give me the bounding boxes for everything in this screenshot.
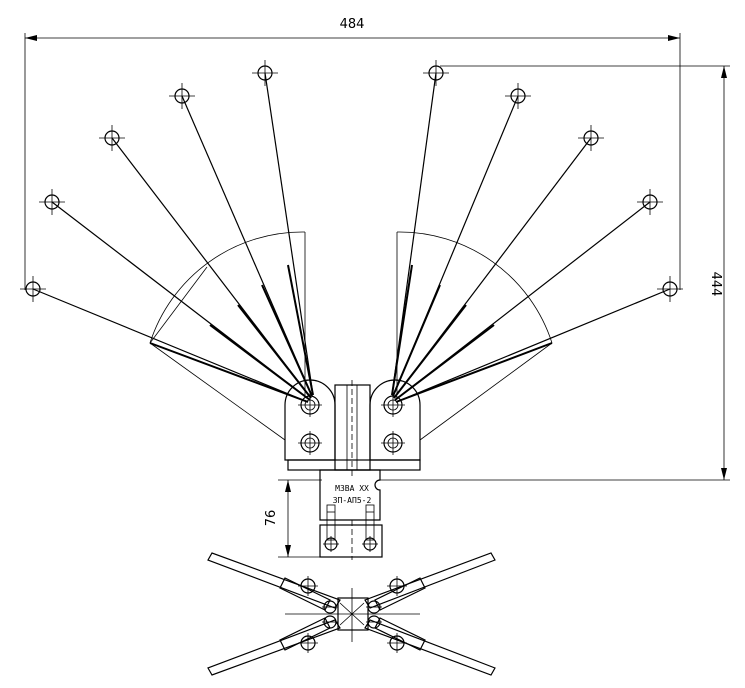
nut-icon [323, 536, 339, 552]
plate-marking-line1: МЗВА ХХ [335, 484, 369, 493]
wire-terminals [20, 60, 683, 302]
bolt-icon [381, 393, 405, 417]
terminal-icon [39, 189, 65, 215]
plan-view [207, 552, 496, 676]
nut-icon [362, 536, 378, 552]
plate-marking-line2: ЗП-АП5-2 [333, 496, 372, 505]
bolt-icon [298, 431, 322, 455]
terminal-icon [657, 276, 683, 302]
terminal-icon [578, 125, 604, 151]
clamp-dimension-label: 76 [264, 510, 279, 527]
left-fan-sector [149, 231, 306, 441]
terminal-icon [423, 60, 449, 86]
clamp-dimension: 76 [264, 479, 322, 558]
terminal-icon [252, 60, 278, 86]
width-dimension-label: 484 [340, 17, 365, 32]
terminal-icon [637, 189, 663, 215]
bolt-icon [298, 576, 318, 596]
bolt-icon [366, 600, 382, 614]
bolt-icon [381, 431, 405, 455]
left-wires [32, 72, 314, 403]
bolt-icon [387, 633, 407, 653]
width-dimension: 484 [24, 17, 681, 290]
height-dimension-label: 444 [708, 272, 723, 297]
terminal-icon [99, 125, 125, 151]
lower-clamp: МЗВА ХХ ЗП-АП5-2 [319, 469, 383, 560]
terminal-icon [169, 83, 195, 109]
bolt-icon [322, 615, 338, 629]
bolt-icon [298, 393, 322, 417]
bolt-icon [322, 600, 338, 614]
terminal-icon [20, 276, 46, 302]
right-wires [391, 72, 671, 403]
bolt-icon [366, 615, 382, 629]
terminal-icon [505, 83, 531, 109]
bolt-icon [298, 633, 318, 653]
bolt-icon [387, 576, 407, 596]
height-dimension: 444 [380, 65, 730, 481]
